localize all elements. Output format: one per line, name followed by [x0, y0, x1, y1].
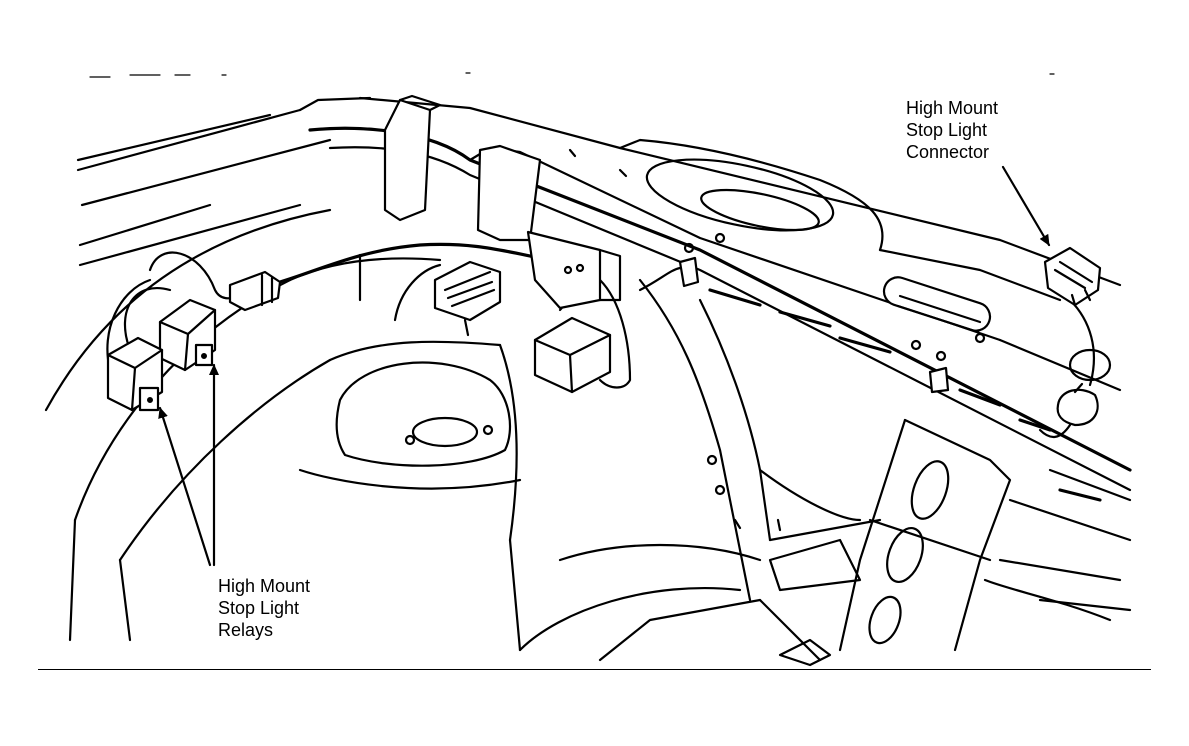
mounting-bracket — [526, 230, 622, 310]
scan-marks — [89, 72, 1055, 78]
callout-connector-line-1: High Mount — [906, 98, 999, 118]
callout-relays-line-3: Relays — [218, 620, 274, 640]
multi-pin-connector — [433, 260, 502, 337]
callout-stop-light-connector: High Mount Stop Light Connector — [906, 97, 998, 163]
trunk-upper-panel — [76, 96, 372, 267]
harness-connector — [228, 270, 282, 312]
shelf-bracket — [383, 94, 542, 242]
trunk-floor — [518, 543, 832, 667]
callout-stop-light-relays: High Mount Stop Light Relays — [218, 575, 310, 641]
callout-connector-line-2: Stop Light — [906, 120, 988, 140]
relay-block — [533, 316, 612, 394]
shock-tower — [298, 361, 522, 490]
callout-connector-line-3: Connector — [906, 142, 990, 162]
callout-relays-line-2: Stop Light — [218, 598, 300, 618]
shelf-clips — [678, 232, 986, 394]
stop-light-relay-upper — [158, 298, 217, 372]
support-pillar — [638, 278, 882, 602]
stop-light-connector — [1043, 246, 1112, 427]
stop-light-relay-lower — [106, 336, 164, 412]
bottom-divider — [38, 669, 1151, 670]
rear-shelf — [308, 96, 1132, 502]
right-truss — [838, 418, 1132, 652]
callout-relays-line-1: High Mount — [218, 576, 311, 596]
callout-arrows — [158, 165, 1051, 567]
